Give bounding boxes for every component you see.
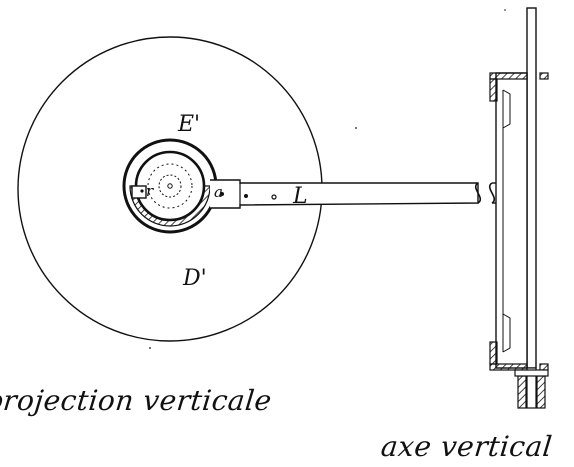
top-bearing-outer [539, 72, 549, 80]
hub-dotted-circle [147, 163, 193, 209]
lever-break-2 [488, 182, 496, 204]
label-pin-r: r [146, 182, 154, 200]
label-pin-a: a [214, 183, 223, 201]
pin-r-dot [140, 189, 144, 193]
axis-plate [495, 72, 528, 369]
speck [149, 347, 151, 349]
bottom-bearing-cap [489, 363, 528, 371]
lever-break [474, 182, 482, 204]
pin-a [220, 192, 224, 196]
base-sleeve-right [536, 375, 546, 409]
top-bearing-side [489, 78, 498, 102]
label-disc-lower: D' [182, 266, 207, 291]
lever-pin-1 [244, 194, 248, 198]
base-sleeve-top [514, 369, 549, 377]
base-sleeve-left [517, 375, 527, 409]
bottom-bearing-outer [539, 363, 549, 371]
lever-pin-2 [271, 194, 277, 200]
top-bearing-cap [489, 72, 528, 80]
caption-view: projection verticale [0, 384, 273, 417]
axis-rod [526, 7, 537, 369]
bottom-bearing-side [489, 341, 498, 365]
speck [504, 9, 506, 11]
label-disc-upper: E' [177, 112, 200, 137]
base-sleeve-core [526, 367, 537, 409]
label-lever: L [292, 184, 308, 209]
plate-notch-bottom [502, 313, 511, 353]
hub-center [167, 183, 173, 189]
lever-bar [210, 179, 479, 209]
hub-stub [131, 185, 147, 199]
caption-axis: axe vertical [379, 430, 554, 463]
hub-dotted-circle-small [158, 174, 182, 198]
speck [355, 127, 357, 129]
plate-notch-top [502, 89, 511, 129]
